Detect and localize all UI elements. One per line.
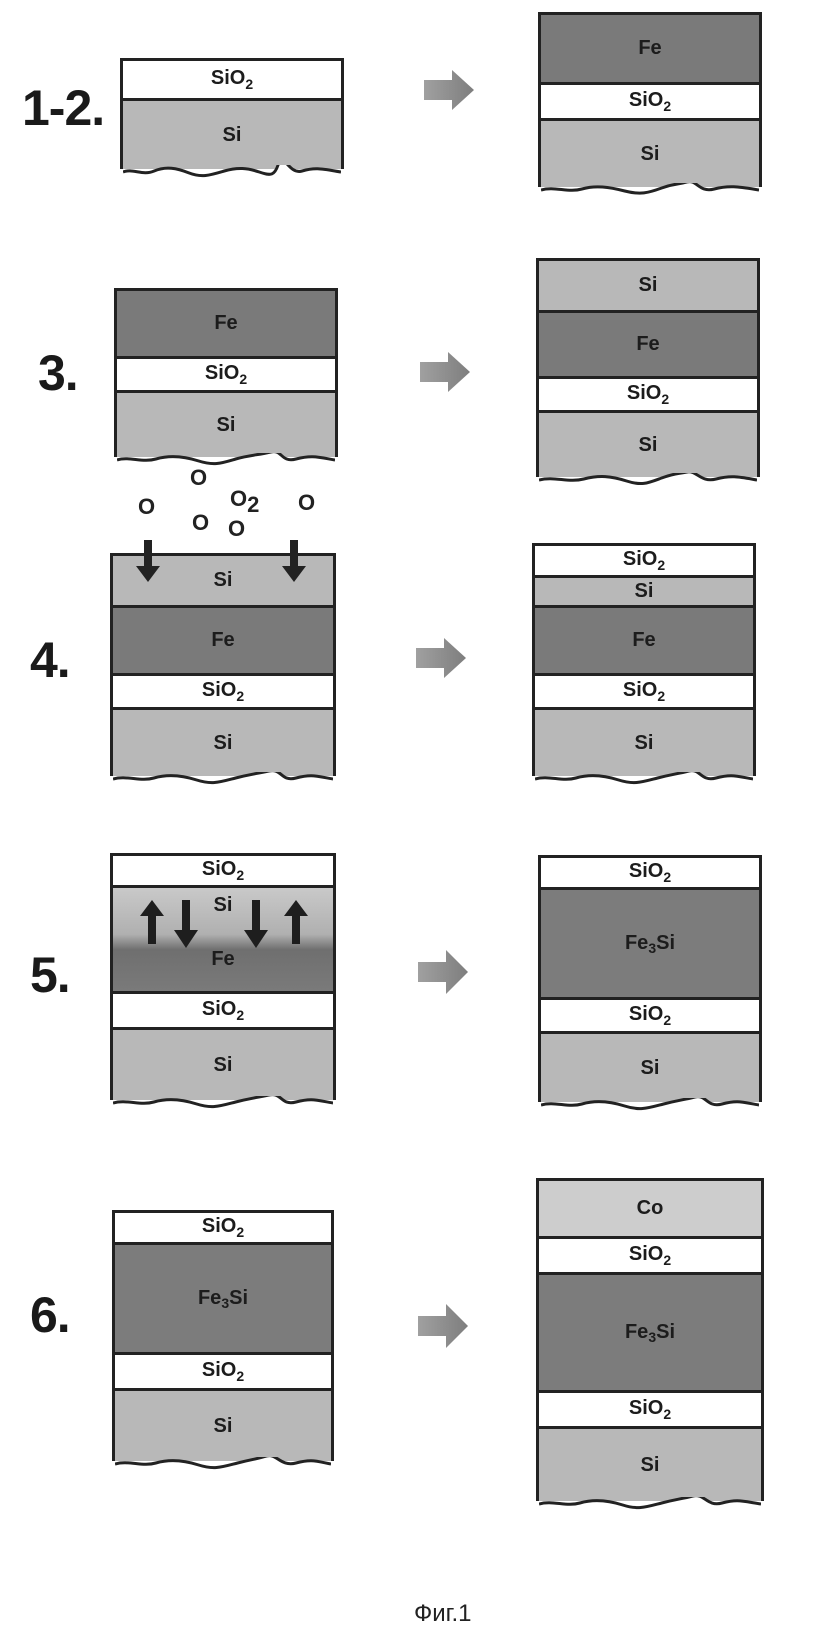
layer-si: Si bbox=[535, 710, 753, 776]
layer-co: Co bbox=[539, 1181, 761, 1239]
process-arrow-5 bbox=[418, 950, 468, 994]
step-label-3: 3. bbox=[38, 348, 78, 398]
stack-4-before: Si Fe SiO2 Si bbox=[110, 553, 336, 776]
layer-fe: Fe bbox=[117, 291, 335, 359]
layer-si: Si bbox=[113, 710, 333, 776]
layer-sio2: SiO2 bbox=[115, 1213, 331, 1245]
stack-4-after: SiO2 Si Fe SiO2 Si bbox=[532, 543, 756, 776]
oxygen-molecule: O2 bbox=[230, 486, 259, 518]
layer-sio2: SiO2 bbox=[535, 546, 753, 578]
stack-5-after: SiO2 Fe3Si SiO2 Si bbox=[538, 855, 762, 1102]
stack-6-before: SiO2 Fe3Si SiO2 Si bbox=[112, 1210, 334, 1461]
figure-caption: Фиг.1 bbox=[414, 1600, 472, 1628]
layer-sio2: SiO2 bbox=[113, 856, 333, 888]
layer-si: Si bbox=[535, 578, 753, 608]
layer-si: Si bbox=[123, 101, 341, 169]
layer-si: Si bbox=[117, 393, 335, 457]
layer-sio2: SiO2 bbox=[535, 676, 753, 710]
process-arrow-1-2 bbox=[424, 70, 474, 110]
layer-sio2: SiO2 bbox=[123, 61, 341, 101]
oxygen-atom: O bbox=[192, 510, 209, 536]
oxygen-atom: O bbox=[298, 490, 315, 516]
layer-sio2: SiO2 bbox=[539, 379, 757, 413]
process-arrow-3 bbox=[420, 352, 470, 392]
stack-1-2-before: SiO2 Si bbox=[120, 58, 344, 169]
layer-si: Si bbox=[541, 121, 759, 187]
layer-si: Si bbox=[113, 1030, 333, 1100]
process-arrow-4 bbox=[416, 638, 466, 678]
layer-sio2: SiO2 bbox=[113, 676, 333, 710]
layer-si: Si bbox=[115, 1391, 331, 1461]
layer-si: Si bbox=[113, 556, 333, 608]
layer-sio2: SiO2 bbox=[541, 1000, 759, 1034]
layer-sio2: SiO2 bbox=[539, 1239, 761, 1275]
layer-fe3si: Fe3Si bbox=[539, 1275, 761, 1393]
layer-si: Si bbox=[539, 1429, 761, 1501]
layer-si: Si bbox=[539, 261, 757, 313]
layer-si: Si bbox=[541, 1034, 759, 1102]
step-label-6: 6. bbox=[30, 1290, 70, 1340]
step-label-5: 5. bbox=[30, 950, 70, 1000]
oxygen-atom: O bbox=[228, 516, 245, 542]
stack-3-before: Fe SiO2 Si bbox=[114, 288, 338, 457]
layer-si-label: Si bbox=[214, 894, 233, 917]
layer-fe: Fe bbox=[541, 15, 759, 85]
process-arrow-6 bbox=[418, 1304, 468, 1348]
step-label-4: 4. bbox=[30, 635, 70, 685]
oxygen-atom: O bbox=[138, 494, 155, 520]
stack-1-2-after: Fe SiO2 Si bbox=[538, 12, 762, 187]
layer-sio2: SiO2 bbox=[541, 85, 759, 121]
oxygen-atom: O bbox=[190, 465, 207, 491]
layer-sio2: SiO2 bbox=[113, 994, 333, 1030]
layer-sio2: SiO2 bbox=[539, 1393, 761, 1429]
stack-6-after: Co SiO2 Fe3Si SiO2 Si bbox=[536, 1178, 764, 1501]
layer-si-fe-interface: Si Fe bbox=[113, 888, 333, 994]
layer-sio2: SiO2 bbox=[541, 858, 759, 890]
layer-fe: Fe bbox=[539, 313, 757, 379]
stack-5-before: SiO2 Si Fe SiO2 Si bbox=[110, 853, 336, 1100]
layer-sio2: SiO2 bbox=[117, 359, 335, 393]
step-label-1-2: 1-2. bbox=[22, 83, 104, 133]
layer-fe3si: Fe3Si bbox=[115, 1245, 331, 1355]
layer-fe3si: Fe3Si bbox=[541, 890, 759, 1000]
layer-si: Si bbox=[539, 413, 757, 477]
layer-fe: Fe bbox=[113, 608, 333, 676]
stack-3-after: Si Fe SiO2 Si bbox=[536, 258, 760, 477]
layer-fe: Fe bbox=[535, 608, 753, 676]
layer-sio2: SiO2 bbox=[115, 1355, 331, 1391]
layer-fe-label: Fe bbox=[211, 948, 234, 971]
